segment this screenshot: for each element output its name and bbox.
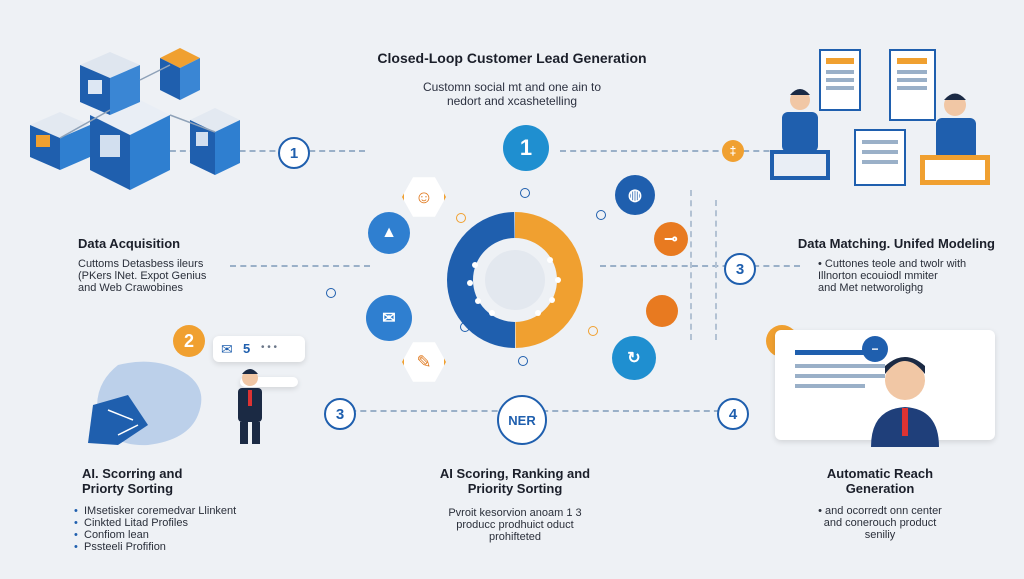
title-line: AI. Scorring and: [82, 466, 183, 481]
step-badge-3-bottom: 3: [324, 398, 356, 430]
list-item: Pssteeli Profifion: [74, 541, 236, 553]
link-dot-icon: [456, 213, 466, 223]
minus-icon: −: [862, 336, 888, 362]
document-icon: [854, 129, 906, 186]
title-line: Priorty Sorting: [82, 481, 174, 496]
link-dot-icon: [326, 288, 336, 298]
email-dots: • • •: [261, 342, 278, 353]
body-line: Pvroit kesorvion anoam 1 3: [448, 507, 582, 519]
title-line: Priority Sorting: [467, 481, 563, 496]
title-line: AI Scoring, Ranking and: [439, 466, 591, 481]
ai-scoring-center-body: Pvroit kesorvion anoam 1 3 producc prodh…: [400, 507, 630, 543]
data-matching-illustration: [770, 49, 990, 186]
ner-badge: NER: [497, 395, 547, 445]
data-matching-title: Data Matching. Unifed Modeling: [797, 236, 995, 251]
person-icon: [871, 357, 939, 447]
subtitle-line: nedort and xcashetelling: [446, 94, 578, 108]
link-dot-icon: [460, 322, 470, 332]
globe-icon: ◍: [615, 175, 655, 215]
automatic-reach-body: • and ocorredt onn center and conerouch …: [780, 505, 980, 541]
body-line: and conerouch product: [823, 517, 937, 529]
step-badge-center-1: 1: [503, 125, 549, 171]
chart-icon: ▲: [368, 212, 410, 254]
body-line: Cuttoms Detasbess ileurs: [78, 258, 204, 270]
map-illustration: [88, 361, 202, 446]
refresh-icon: ↻: [612, 336, 656, 380]
connector-line: [690, 190, 692, 340]
server-icon: [190, 108, 240, 175]
connector-line: [230, 265, 370, 267]
center-ring: [447, 212, 583, 348]
link-dot-icon: [518, 356, 528, 366]
body-line: seniliy: [864, 529, 896, 541]
list-item: IMsetisker coremedvar Llinkent: [74, 505, 236, 517]
connector-line: [600, 265, 800, 267]
link-dot-icon: [596, 210, 606, 220]
list-item: Cinkted Litad Profiles: [74, 517, 236, 529]
ai-scoring-center-title: AI Scoring, Ranking and Priority Sorting: [400, 466, 630, 496]
automatic-reach-title: Automatic Reach Generation: [780, 466, 980, 496]
data-acquisition-title: Data Acquisition: [78, 236, 181, 251]
robot-icon: ☺: [402, 177, 446, 217]
title-line: Generation: [845, 481, 915, 496]
node-icon: [646, 295, 678, 327]
email-icon: ✉: [221, 341, 233, 357]
server-cluster-illustration: [30, 48, 240, 190]
step-badge-3: 3: [724, 253, 756, 285]
step-badge-1: 1: [278, 137, 310, 169]
body-line: and Met networolighg: [818, 282, 924, 294]
link-dot-icon: [520, 188, 530, 198]
email-card: ✉ 5 • • •: [213, 336, 305, 362]
server-icon: [889, 49, 936, 121]
person-icon: [238, 369, 262, 444]
connector-line: [715, 200, 717, 340]
ai-scoring-left-title: AI. Scorring and Priorty Sorting: [82, 466, 182, 496]
page-subtitle: Customn social mt and one ain to nedort …: [0, 80, 1024, 108]
server-icon: [819, 49, 861, 111]
title-line: Automatic Reach: [826, 466, 934, 481]
ai-scoring-left-list: IMsetisker coremedvar Llinkent Cinkted L…: [74, 505, 236, 553]
page-title: Closed-Loop Customer Lead Generation: [377, 50, 647, 66]
body-line: producc prodhuict oduct: [456, 519, 574, 531]
body-line: (PKers lNet. Expot Genius: [78, 270, 207, 282]
email-icon: ✉: [366, 295, 412, 341]
email-count: 5: [243, 341, 251, 356]
data-acquisition-body: Cuttoms Detasbess ileurs (PKers lNet. Ex…: [78, 258, 206, 294]
body-line: • and ocorredt onn center: [818, 505, 942, 517]
body-line: • Cuttones teole and twolr with: [818, 258, 967, 270]
subtitle-line: Customn social mt and one ain to: [422, 80, 602, 94]
server-icon: [80, 52, 140, 115]
connector-line: [560, 150, 800, 152]
body-line: Illnorton ecouiodl mmiter: [818, 270, 938, 282]
link-dot-icon: [588, 326, 598, 336]
bar-card: [240, 377, 298, 387]
step-badge-4: 4: [717, 398, 749, 430]
document-icon: ✎: [402, 342, 446, 382]
person-laptop-icon: [920, 93, 990, 185]
step-badge-small: ‡: [722, 140, 744, 162]
body-line: prohifteted: [489, 531, 541, 543]
list-item: Confiom lean: [74, 529, 236, 541]
server-icon: [160, 48, 200, 100]
connector-line: [150, 150, 365, 152]
link-icon: ⊸: [654, 222, 688, 256]
step-badge-2-left: 2: [173, 325, 205, 357]
data-matching-body: • Cuttones teole and twolr with Illnorto…: [818, 258, 966, 294]
person-laptop-icon: [770, 89, 830, 180]
body-line: and Web Crawobines: [78, 282, 183, 294]
database-icon: [30, 112, 90, 170]
